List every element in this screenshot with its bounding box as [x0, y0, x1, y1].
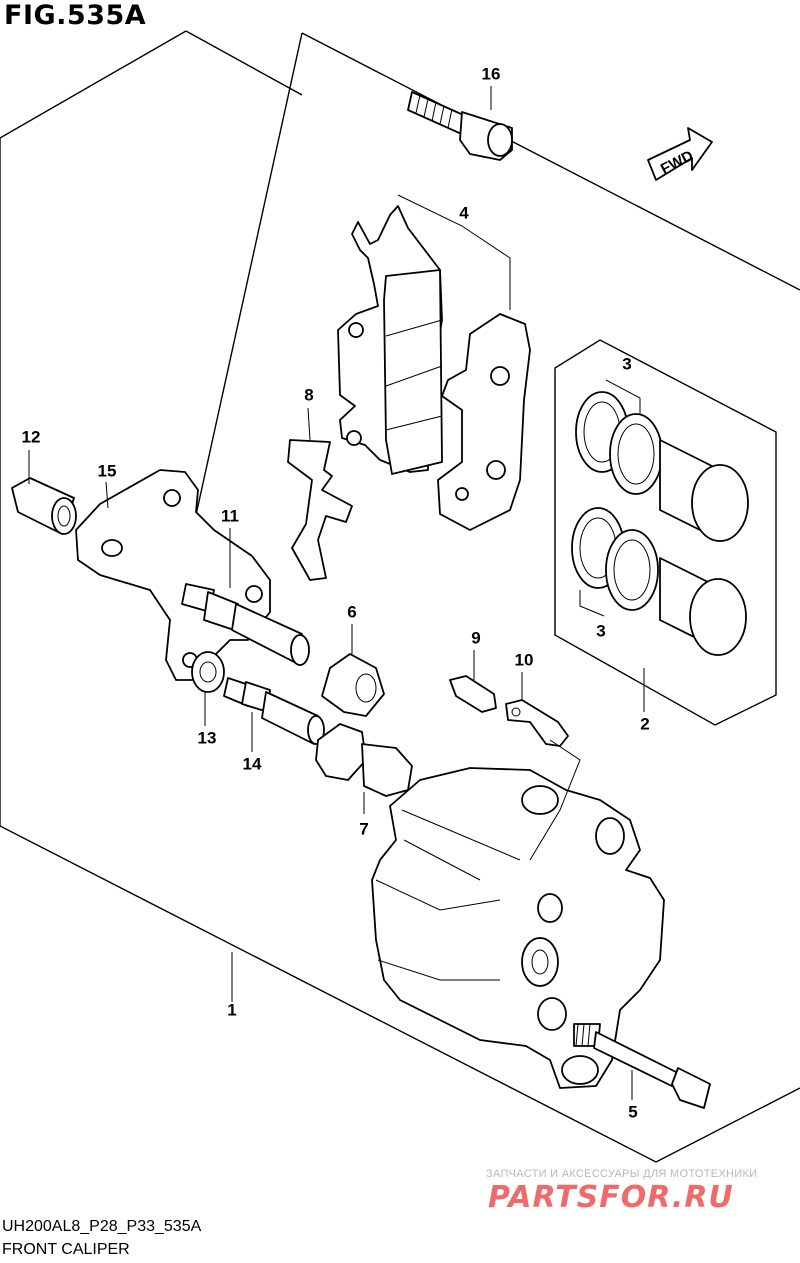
callout-12: 12	[21, 427, 41, 447]
pad-spring-part	[287, 439, 353, 581]
callout-11: 11	[221, 506, 239, 526]
bolt-5-part	[573, 1023, 711, 1109]
piston-seal-upper	[575, 391, 663, 495]
leader-lines	[28, 86, 645, 1100]
assembly-outline	[301, 32, 800, 291]
piston-lower	[659, 557, 747, 656]
slide-pin-14-part	[223, 677, 325, 745]
callout-14: 14	[242, 754, 262, 774]
callout-7: 7	[359, 819, 369, 839]
caliper-bracket-part	[75, 469, 271, 681]
piston-kit-box	[554, 339, 777, 726]
forward-arrow-icon: FWD	[647, 127, 713, 181]
figure-title: FIG.535A	[4, 0, 147, 31]
piston-upper	[659, 439, 749, 542]
callout-2: 2	[640, 714, 650, 734]
callout-5: 5	[628, 1102, 638, 1122]
callout-8: 8	[304, 385, 314, 405]
bleeder-cap-part	[505, 699, 569, 747]
callout-1: 1	[227, 1000, 237, 1020]
callout-3-upper: 3	[622, 354, 632, 374]
bleeder-screw-part	[449, 675, 497, 713]
callout-9: 9	[471, 628, 481, 648]
piston-seal-lower	[571, 507, 659, 611]
washer-13-part	[191, 651, 225, 693]
brake-pads-part	[337, 205, 531, 531]
callout-16: 16	[481, 64, 501, 84]
sleeve-12-part	[11, 477, 77, 535]
callout-3-lower: 3	[596, 621, 606, 641]
bolt-16-part	[407, 91, 513, 161]
slide-pin-11-part	[181, 583, 310, 666]
boot-6-part	[321, 653, 385, 717]
callout-4: 4	[459, 203, 469, 223]
watermark-logo: PARTSFOR.RU	[488, 1180, 734, 1215]
figure-name: FRONT CALIPER	[2, 1241, 130, 1258]
assembly-outline	[0, 30, 800, 1163]
callout-10: 10	[514, 650, 534, 670]
watermark-subtitle: ЗАПЧАСТИ И АКСЕССУАРЫ ДЛЯ МОТОТЕХНИКИ	[486, 1168, 758, 1180]
callout-13: 13	[197, 728, 217, 748]
callout-6: 6	[347, 602, 357, 622]
callout-15: 15	[97, 461, 117, 481]
boot-7-part	[315, 723, 413, 797]
caliper-body-part	[371, 767, 665, 1089]
figure-code: UH200AL8_P28_P33_535A	[2, 1218, 202, 1235]
